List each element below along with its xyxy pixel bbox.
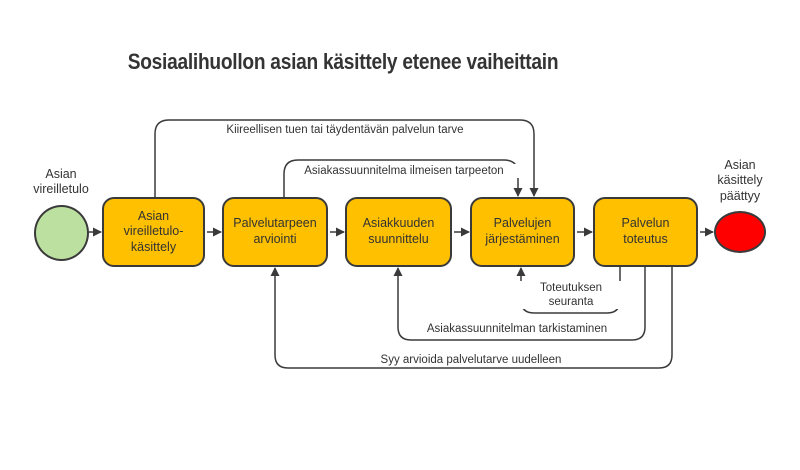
stage-box-vireilletulokasittely: Asian vireilletulo- käsittely bbox=[102, 197, 205, 267]
stage-box-palvelujen-jarjestaminen: Palvelujen järjestäminen bbox=[470, 197, 575, 267]
edge-urgent-need bbox=[154, 119, 539, 197]
stage-box-asiakkuuden-suunnittelu: Asiakkuuden suunnittelu bbox=[345, 197, 452, 267]
edge-label-plan-unnecessary: Asiakassuunnitelma ilmeisen tarpeeton bbox=[288, 164, 520, 179]
edge-plan-revision bbox=[393, 267, 646, 341]
end-node bbox=[714, 211, 766, 253]
start-node bbox=[34, 205, 89, 261]
edge-reassess-need bbox=[270, 267, 673, 369]
edge-label-reassess-need: Syy arvioida palvelutarve uudelleen bbox=[370, 353, 572, 368]
page-title: Sosiaalihuollon asian käsittely etenee v… bbox=[127, 49, 559, 74]
stage-box-palvelutarpeen-arviointi: Palvelutarpeen arviointi bbox=[222, 197, 328, 267]
edge-label-plan-revision: Asiakassuunnitelman tarkistaminen bbox=[420, 322, 614, 337]
stage-box-palvelun-toteutus: Palvelun toteutus bbox=[593, 197, 698, 267]
edge-label-monitoring: Toteutuksen seuranta bbox=[520, 281, 622, 310]
edge-label-urgent-need: Kiireellisen tuen tai täydentävän palvel… bbox=[210, 123, 480, 138]
start-node-label: Asian vireilletulo bbox=[33, 167, 89, 197]
end-node-label: Asian käsittely päättyy bbox=[717, 158, 763, 203]
